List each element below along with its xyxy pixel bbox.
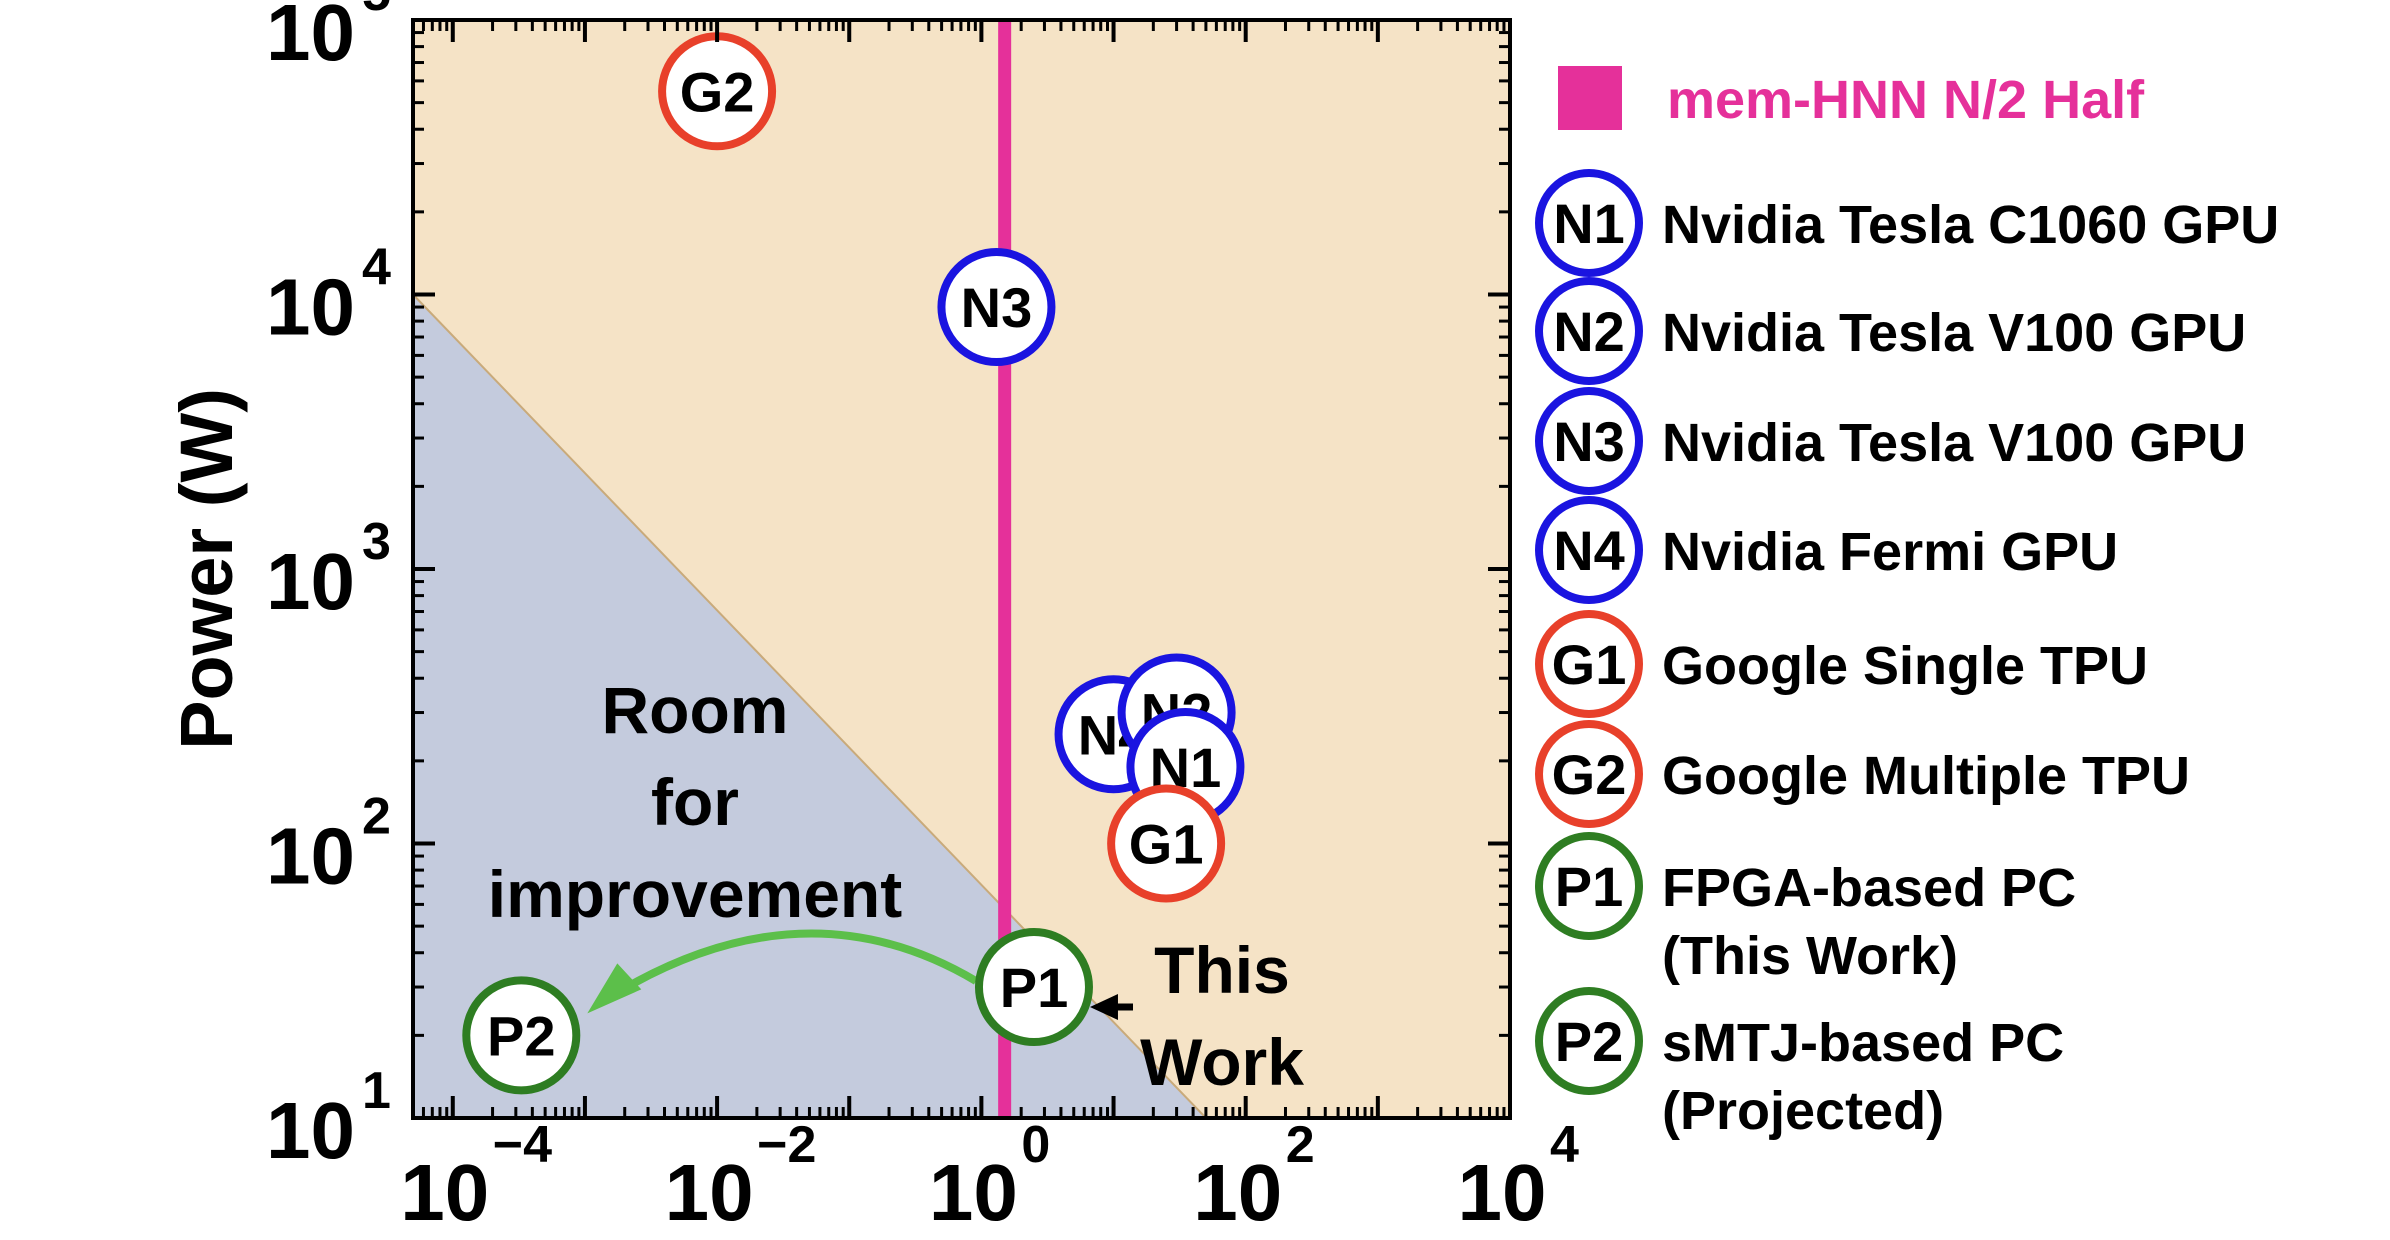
- legend-swatch-bar: [1558, 66, 1622, 130]
- legend-marker-label: P2: [1555, 1010, 1624, 1073]
- annotation-line: Work: [1140, 1025, 1304, 1099]
- point-label: G2: [680, 60, 755, 123]
- legend-text: Google Single TPU: [1662, 636, 2148, 696]
- legend-text: (This Work): [1662, 926, 1958, 986]
- points-layer: G2N3N4N2N1G1P1P2: [462, 32, 1245, 1095]
- annotation-arrow-head: [1089, 994, 1118, 1021]
- legend-text: (Projected): [1662, 1081, 1944, 1141]
- y-axis-label: Power (W): [165, 388, 248, 750]
- y-tick-base: 10: [266, 263, 355, 352]
- legend-entry-g2: G2 Google Multiple TPU: [1535, 720, 2190, 828]
- y-tick-base: 10: [266, 537, 355, 626]
- legend-entry-n4: N4 Nvidia Fermi GPU: [1535, 496, 2118, 604]
- data-point-n3: N3: [937, 248, 1056, 367]
- legend-marker: [1535, 987, 1643, 1095]
- legend-marker-label: N3: [1553, 410, 1625, 473]
- legend-marker-label: G1: [1552, 633, 1627, 696]
- point-label: P1: [1000, 956, 1069, 1019]
- legend-entry-n2: N2 Nvidia Tesla V100 GPU: [1535, 277, 2246, 385]
- x-tick-label: 10−4: [400, 1116, 552, 1237]
- legend-marker-label: G2: [1552, 743, 1627, 806]
- legend-marker: [1535, 610, 1643, 718]
- point-marker: [462, 976, 581, 1095]
- plot-frame-layer: [411, 18, 1512, 1120]
- legend-entry-mem-hnn: mem-HNN N/2 Half: [1558, 66, 2145, 130]
- y-tick-exponent: 2: [362, 788, 391, 846]
- y-tick-label: 10 5: [266, 0, 391, 77]
- x-tick-base: 10: [400, 1148, 489, 1237]
- data-point-p1: P1: [974, 928, 1093, 1047]
- legend-text: Nvidia Tesla V100 GPU: [1662, 413, 2246, 473]
- legend-marker-label: N4: [1553, 519, 1625, 582]
- data-point-g1: G1: [1107, 784, 1226, 903]
- plot-regions: [413, 20, 1510, 1118]
- data-point-p2: P2: [462, 976, 581, 1095]
- y-tick-exponent: 3: [362, 513, 391, 571]
- projection-arrow-shaft: [617, 929, 979, 995]
- y-tick-exponent: 4: [362, 239, 391, 297]
- x-tick-label: 104: [1458, 1116, 1579, 1237]
- point-marker: [974, 928, 1093, 1047]
- x-tick-base: 10: [1193, 1148, 1282, 1237]
- legend-text: Google Multiple TPU: [1662, 746, 2190, 806]
- legend-marker-label: N1: [1553, 192, 1625, 255]
- point-label: G1: [1129, 813, 1204, 876]
- data-point-g2: G2: [658, 32, 777, 151]
- region-label-line: Room: [602, 673, 789, 747]
- x-tick-base: 10: [929, 1148, 1018, 1237]
- region-label-line: improvement: [488, 857, 902, 931]
- y-tick-base: 10: [266, 0, 355, 77]
- annotation-line: This: [1154, 933, 1290, 1007]
- legend-entry-g1: G1 Google Single TPU: [1535, 610, 2148, 718]
- legend-marker: [1535, 496, 1643, 604]
- x-tick-exponent: −4: [493, 1116, 552, 1174]
- x-tick-label: 102: [1193, 1116, 1314, 1237]
- legend-entry-n3: N3 Nvidia Tesla V100 GPU: [1535, 387, 2246, 495]
- legend-entry-p1: P1 FPGA-based PC (This Work): [1535, 832, 2076, 986]
- point-marker: [1107, 784, 1226, 903]
- point-marker: [937, 248, 1056, 367]
- y-tick-base: 10: [266, 1086, 355, 1175]
- legend-marker: [1535, 720, 1643, 828]
- x-tick-label: 10−2: [665, 1116, 817, 1237]
- legend-text: Nvidia Tesla V100 GPU: [1662, 303, 2246, 363]
- legend-marker-label: N2: [1553, 300, 1625, 363]
- x-tick-exponent: 0: [1021, 1116, 1050, 1174]
- y-tick-exponent: 1: [362, 1062, 391, 1120]
- axes-layer: 10−410−2100102104101102103104105Power (W…: [165, 0, 1579, 1237]
- x-tick-base: 10: [665, 1148, 754, 1237]
- region-label-line: for: [651, 765, 739, 839]
- x-tick-exponent: 4: [1550, 1116, 1579, 1174]
- legend-text: Nvidia Fermi GPU: [1662, 522, 2118, 582]
- legend-text: mem-HNN N/2 Half: [1667, 70, 2145, 130]
- x-tick-label: 100: [929, 1116, 1050, 1237]
- legend-marker-label: P1: [1555, 855, 1624, 918]
- projection-arrow-head: [587, 963, 642, 1014]
- legend-entry-n1: N1 Nvidia Tesla C1060 GPU: [1535, 169, 2279, 277]
- legend-marker: [1535, 832, 1643, 940]
- x-tick-exponent: 2: [1286, 1116, 1315, 1174]
- x-tick-base: 10: [1458, 1148, 1547, 1237]
- arrow-layer: [587, 929, 979, 1014]
- legend-text: sMTJ-based PC: [1662, 1013, 2064, 1073]
- legend-entry-p2: P2 sMTJ-based PC (Projected): [1535, 987, 2064, 1141]
- y-tick-base: 10: [266, 812, 355, 901]
- legend-marker: [1535, 169, 1643, 277]
- point-label: P2: [487, 1004, 556, 1067]
- x-tick-exponent: −2: [757, 1116, 816, 1174]
- legend-text: FPGA-based PC: [1662, 858, 2076, 918]
- legend-marker: [1535, 277, 1643, 385]
- y-tick-exponent: 5: [362, 0, 391, 22]
- legend-text: Nvidia Tesla C1060 GPU: [1662, 195, 2279, 255]
- legend-marker: [1535, 387, 1643, 495]
- point-label: N3: [961, 276, 1033, 339]
